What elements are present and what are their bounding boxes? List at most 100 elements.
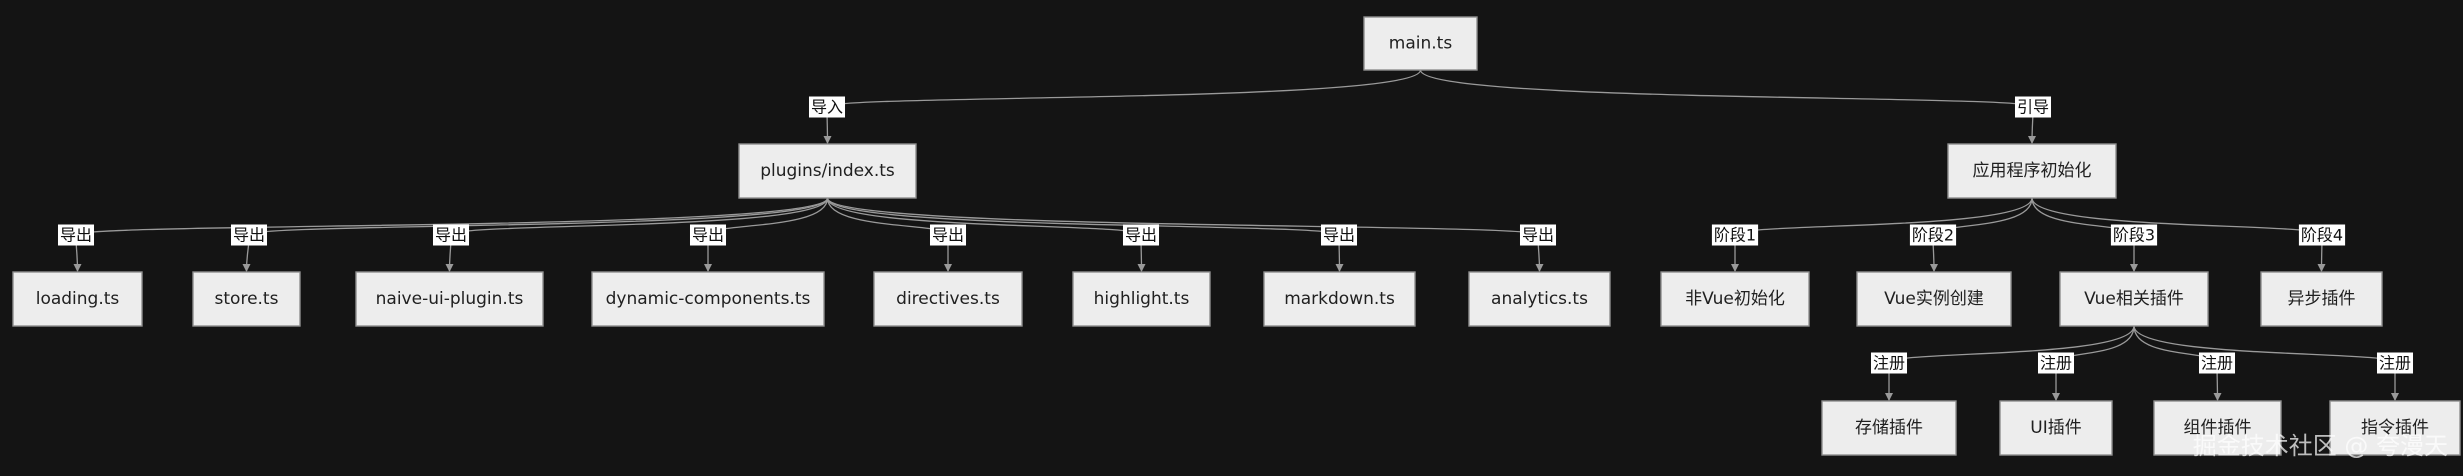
node-highlight: highlight.ts [1072, 271, 1211, 327]
edge-label-text: 导出 [1522, 226, 1554, 245]
node-label: markdown.ts [1284, 289, 1395, 309]
edge-label-main-to-plugins-index: 导入 [808, 96, 846, 118]
edge-plugins-index-to-analytics [826, 197, 1544, 272]
edge-label-background [2110, 224, 2158, 246]
edge-main-to-plugins-index [823, 69, 1422, 144]
edge-label-vue-plugins-to-directive-plugin: 注册 [2376, 352, 2414, 374]
node-non-vue-init: 非Vue初始化 [1660, 271, 1810, 327]
edge-plugins-index-to-markdown [826, 197, 1344, 272]
edge-label-background [1711, 224, 1759, 246]
node-label: store.ts [215, 289, 279, 309]
edge-label-text: 导出 [932, 226, 964, 245]
node-box [2260, 271, 2383, 327]
edge-label-vue-plugins-to-storage-plugin: 注册 [1870, 352, 1908, 374]
node-label: 应用程序初始化 [1973, 161, 2092, 181]
edge-label-background [1122, 224, 1160, 246]
node-label: plugins/index.ts [760, 161, 895, 181]
node-label: loading.ts [36, 289, 120, 309]
node-main: main.ts [1363, 16, 1478, 71]
edge-label-text: 阶段4 [2301, 226, 2343, 245]
edge-label-background [1519, 224, 1557, 246]
edge-label-background [2298, 224, 2346, 246]
edge-label-background [57, 224, 95, 246]
node-box [1660, 271, 1810, 327]
node-plugins-index: plugins/index.ts [738, 143, 917, 199]
node-label: highlight.ts [1094, 289, 1190, 309]
edge-label-plugins-index-to-loading: 导出 [57, 224, 95, 246]
node-label: 非Vue初始化 [1685, 289, 1785, 309]
edge-plugins-index-to-directives [826, 197, 952, 272]
node-directive-plugin: 指令插件 [2329, 400, 2461, 456]
edge-label-plugins-index-to-dynamic-components: 导出 [689, 224, 727, 246]
edge-label-background [432, 224, 470, 246]
node-vue-plugins: Vue相关插件 [2059, 271, 2209, 327]
node-label: naive-ui-plugin.ts [376, 289, 524, 309]
edge-plugins-index-to-store [242, 197, 829, 272]
edge-label-text: 注册 [1873, 354, 1905, 373]
edge-label-text: 注册 [2201, 354, 2233, 373]
edge-app-init-to-async-plugins [2031, 197, 2326, 272]
edge-label-app-init-to-vue-instance: 阶段2 [1909, 224, 1957, 246]
edge-label-text: 导出 [1125, 226, 1157, 245]
edge-label-text: 导出 [60, 226, 92, 245]
edge-plugins-index-to-highlight [826, 197, 1146, 272]
edge-label-main-to-app-init: 引导 [2014, 96, 2052, 118]
node-box [2329, 400, 2461, 456]
node-label: 组件插件 [2184, 418, 2252, 438]
edge-label-text: 阶段2 [1912, 226, 1954, 245]
node-label: analytics.ts [1491, 289, 1588, 309]
edge-label-text: 导入 [811, 98, 843, 117]
edge-label-background [929, 224, 967, 246]
node-label: 存储插件 [1855, 418, 1923, 438]
edge-label-text: 阶段3 [2113, 226, 2155, 245]
node-box [1856, 271, 2012, 327]
edge-label-plugins-index-to-store: 导出 [230, 224, 268, 246]
node-box [873, 271, 1023, 327]
node-app-init: 应用程序初始化 [1947, 143, 2117, 199]
node-box [355, 271, 544, 327]
edge-label-text: 引导 [2017, 98, 2049, 117]
edge-label-app-init-to-async-plugins: 阶段4 [2298, 224, 2346, 246]
node-label: Vue相关插件 [2084, 289, 2184, 309]
edge-label-app-init-to-non-vue-init: 阶段1 [1711, 224, 1759, 246]
node-directives: directives.ts [873, 271, 1023, 327]
edges-layer [73, 69, 2399, 401]
node-label: Vue实例创建 [1884, 289, 1984, 309]
edge-label-plugins-index-to-highlight: 导出 [1122, 224, 1160, 246]
edge-label-plugins-index-to-analytics: 导出 [1519, 224, 1557, 246]
node-loading: loading.ts [12, 271, 143, 327]
edge-label-text: 导出 [233, 226, 265, 245]
edge-label-background [1320, 224, 1358, 246]
node-label: 异步插件 [2288, 289, 2356, 309]
node-store: store.ts [192, 271, 301, 327]
node-box [12, 271, 143, 327]
node-box [591, 271, 825, 327]
edge-label-text: 注册 [2379, 354, 2411, 373]
node-box [1072, 271, 1211, 327]
node-box [1363, 16, 1478, 71]
node-box [192, 271, 301, 327]
edge-label-background [689, 224, 727, 246]
node-analytics: analytics.ts [1468, 271, 1611, 327]
edge-label-text: 注册 [2040, 354, 2072, 373]
node-label: main.ts [1389, 34, 1453, 54]
edge-vue-plugins-to-directive-plugin [2133, 325, 2399, 401]
edge-label-vue-plugins-to-ui-plugin: 注册 [2037, 352, 2075, 374]
node-box [1263, 271, 1416, 327]
edge-main-to-app-init [1419, 69, 2037, 144]
node-box [2059, 271, 2209, 327]
edge-label-background [2198, 352, 2236, 374]
node-box [1468, 271, 1611, 327]
edge-label-background [2376, 352, 2414, 374]
edge-label-background [2037, 352, 2075, 374]
node-vue-instance: Vue实例创建 [1856, 271, 2012, 327]
edge-label-plugins-index-to-naive-ui-plugin: 导出 [432, 224, 470, 246]
node-box [1947, 143, 2117, 199]
watermark-text: 掘金技术社区 @ 夸漫天 [2193, 432, 2448, 460]
node-box [1999, 400, 2113, 456]
node-component-plugin: 组件插件 [2153, 400, 2282, 456]
node-box [2153, 400, 2282, 456]
node-naive-ui-plugin: naive-ui-plugin.ts [355, 271, 544, 327]
edge-app-init-to-non-vue-init [1731, 197, 2033, 272]
